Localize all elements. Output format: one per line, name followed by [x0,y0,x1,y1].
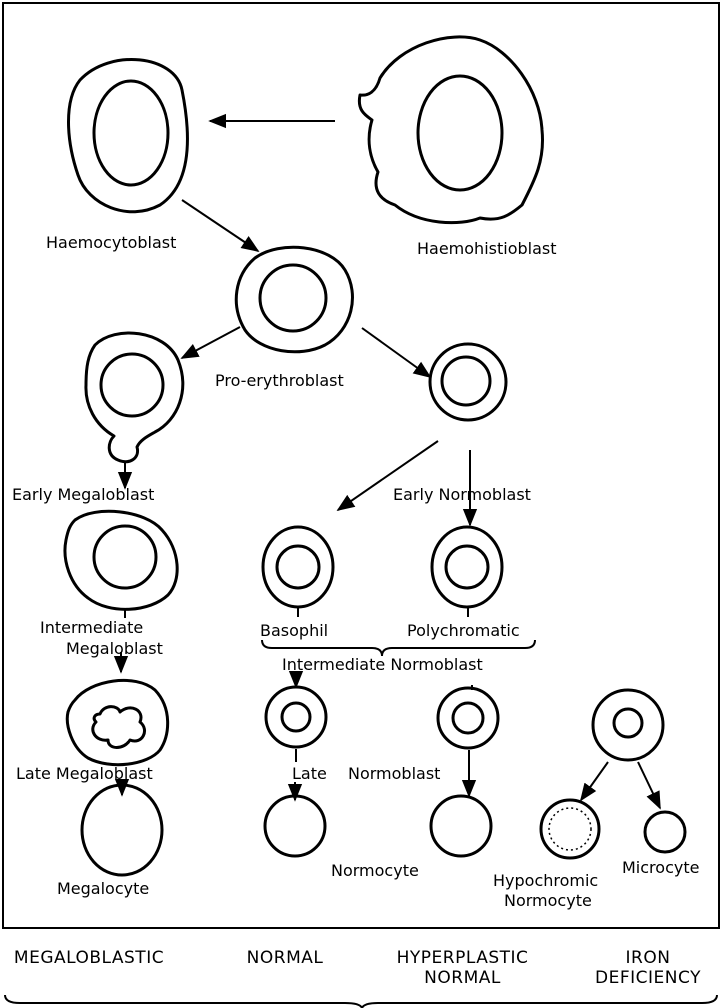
arrow-haemocytoblast-to-pro-erythroblast [182,200,258,251]
basophil-cell [263,527,333,607]
column-iron-deficiency: IRON DEFICIENCY [578,948,718,988]
label-intermediate: Intermediate [40,619,143,637]
microcyte-cell [645,812,685,852]
label-haemocytoblast: Haemocytoblast [46,234,176,252]
label-intermediate-megaloblast: Megaloblast [66,640,163,658]
label-microcyte: Microcyte [622,859,699,877]
diagram-frame [3,3,719,928]
haemohistioblast-cell [359,37,542,223]
polychromatic-cell [432,527,502,607]
column-iron-text: IRON [578,948,718,968]
hypochromic-normocyte-cell [541,800,599,858]
arrow-pro-to-early-megaloblast [182,327,240,358]
label-megalocyte: Megalocyte [57,880,149,898]
label-intermediate-normoblast: Intermediate Normoblast [282,656,483,674]
normocyte-cell [265,796,325,856]
early-megaloblast-cell [86,333,183,462]
intermediate-megaloblast-cell [65,511,177,609]
hyperplastic-normoblast-cell [438,688,498,748]
label-late: Late [292,765,327,783]
arrow-precursor-to-hypochromic [581,762,608,800]
arrow-precursor-to-microcyte [638,762,660,808]
label-normoblast: Normoblast [348,765,440,783]
column-deficiency-text: DEFICIENCY [578,968,718,988]
megalocyte-cell [82,785,162,875]
label-normocyte: Normocyte [331,862,419,880]
label-hypochromic-normocyte: Normocyte [504,892,592,910]
late-normoblast-cell [266,687,326,747]
label-basophil: Basophil [260,622,328,640]
intermediate-normoblast-brace [262,640,535,656]
bottom-brace [5,995,717,1008]
late-megaloblast-cell [67,680,167,764]
label-hypochromic: Hypochromic [493,872,598,890]
haemocytoblast-cell [69,59,188,211]
label-early-megaloblast: Early Megaloblast [12,486,154,504]
column-hyperplastic-normal-text: NORMAL [375,968,550,988]
label-haemohistioblast: Haemohistioblast [417,240,557,258]
column-hyperplastic-text: HYPERPLASTIC [375,948,550,968]
pro-erythroblast-cell [236,247,352,352]
label-polychromatic: Polychromatic [407,622,520,640]
column-megaloblastic-text: MEGALOBLASTIC [4,948,174,968]
column-normal-text: NORMAL [230,948,340,968]
iron-deficiency-precursor-cell [593,690,663,760]
early-normoblast-cell [430,344,506,420]
arrow-pro-to-early-normoblast [362,328,430,377]
hyperplastic-normocyte-cell [431,796,491,856]
column-megaloblastic: MEGALOBLASTIC [4,948,174,968]
label-late-megaloblast: Late Megaloblast [16,765,153,783]
column-hyperplastic-normal: HYPERPLASTIC NORMAL [375,948,550,988]
label-early-normoblast: Early Normoblast [393,486,531,504]
column-normal: NORMAL [230,948,340,968]
label-pro-erythroblast: Pro-erythroblast [215,372,344,390]
